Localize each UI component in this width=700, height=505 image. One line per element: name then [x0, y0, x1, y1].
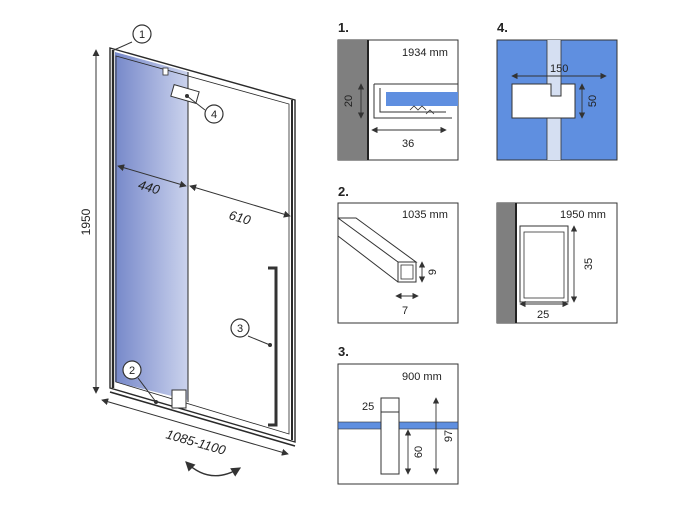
main-door-drawing: 1950 440 610 1085-1100 1 4 3 [79, 24, 296, 477]
svg-text:2: 2 [129, 365, 135, 377]
height-dimension-label: 1950 [79, 208, 93, 235]
svg-text:3: 3 [237, 323, 243, 335]
door-width-label: 610 [227, 207, 253, 228]
detail-1: 1. 1934 mm 20 36 [337, 20, 459, 161]
door-frame-inner [115, 55, 290, 435]
detail-1-depth-label: 20 [343, 95, 355, 107]
callout-4: 4 [185, 94, 224, 124]
detail-2-side-a-label: 9 [427, 269, 439, 275]
detail-4-height-label: 50 [587, 95, 599, 107]
detail-5-wall [497, 203, 516, 323]
detail-1-profile [373, 83, 458, 119]
callout-1: 1 [113, 24, 152, 51]
callout-2: 2 [122, 360, 158, 404]
detail-4: 4. 150 50 [496, 20, 618, 161]
detail-4-title: 4. [497, 20, 508, 35]
detail-5-length: 1950 mm [560, 209, 606, 221]
fixed-glass-panel [115, 52, 188, 400]
detail-4-hinge [511, 83, 576, 119]
total-width-dimension-line [101, 398, 289, 456]
detail-5: 1950 mm 35 25 [496, 202, 618, 324]
door-frame-outer [109, 47, 296, 443]
detail-5-width-label: 25 [537, 309, 549, 321]
detail-5-profile-inner [523, 231, 565, 299]
svg-text:4: 4 [211, 109, 217, 121]
total-width-label: 1085-1100 [164, 426, 228, 458]
detail-1-glass [386, 92, 458, 106]
door-width-dimension-line [189, 184, 291, 218]
top-hinge [170, 84, 200, 104]
detail-3-length: 900 mm [402, 371, 442, 383]
detail-2: 2. 1035 mm 9 7 [337, 184, 459, 324]
callout-3: 3 [230, 318, 272, 347]
detail-2-bar [337, 217, 418, 283]
detail-3-inner-label: 60 [413, 446, 425, 458]
detail-2-length: 1035 mm [402, 209, 448, 221]
detail-1-length: 1934 mm [402, 47, 448, 59]
detail-3-total-label: 97 [443, 430, 455, 442]
detail-4-width-label: 150 [550, 63, 568, 75]
bottom-hinge [171, 389, 187, 409]
detail-3-title: 3. [338, 344, 349, 359]
detail-2-title: 2. [338, 184, 349, 199]
detail-1-width-label: 36 [402, 138, 414, 150]
detail-3-hinge-block [380, 397, 400, 475]
svg-text:1: 1 [139, 29, 145, 41]
detail-2-side-b-label: 7 [402, 305, 408, 317]
fixed-width-label: 440 [137, 177, 163, 198]
fixed-width-dimension-line [117, 164, 187, 188]
detail-1-title: 1. [338, 20, 349, 35]
top-pin [162, 67, 169, 76]
detail-3-top-label: 25 [362, 401, 374, 413]
detail-3: 3. 900 mm 25 60 97 [337, 344, 459, 485]
detail-5-height-label: 35 [583, 258, 595, 270]
swing-arrow [185, 461, 242, 477]
